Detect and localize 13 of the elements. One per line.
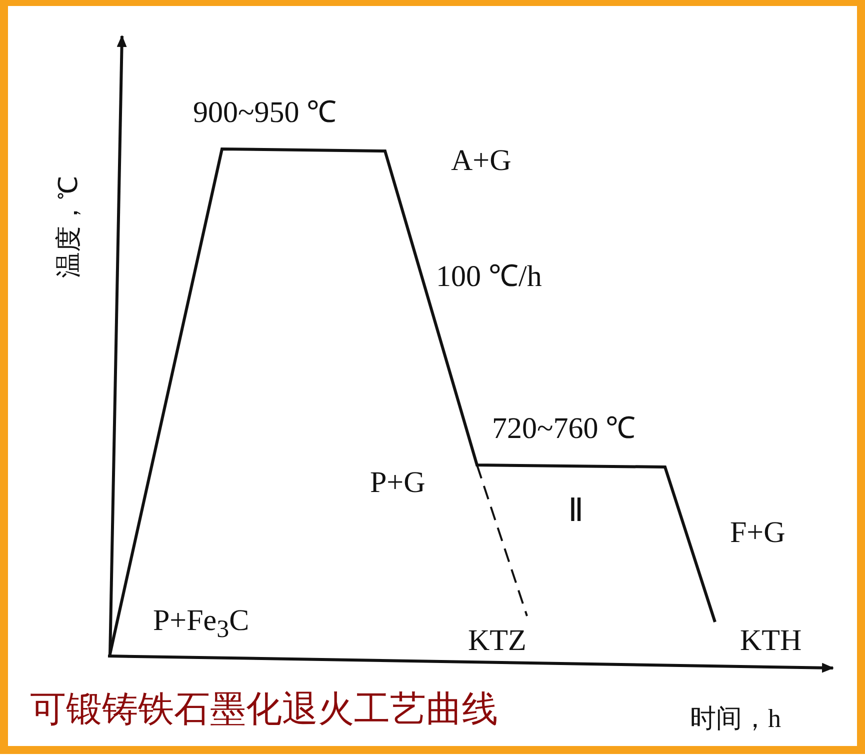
caption: 可锻铸铁石墨化退火工艺曲线 [30,690,498,730]
phase-label: P+Fe$_{3}$C [153,606,250,642]
phase-label: F+G [730,518,786,548]
grade-label: KTH [740,626,802,656]
axis-label: 温度，℃ [56,176,82,278]
region-number: Ⅱ [568,494,584,526]
phase-label: P+G [370,468,426,498]
grade-label: KTZ [468,626,526,656]
axis-label: 时间，h [690,706,781,732]
phase-label: A+G [451,146,512,176]
temperature-label: 900~950 ℃ [193,98,337,128]
rate-label: 100 ℃/h [436,262,542,292]
temperature-label: 720~760 ℃ [492,414,636,444]
